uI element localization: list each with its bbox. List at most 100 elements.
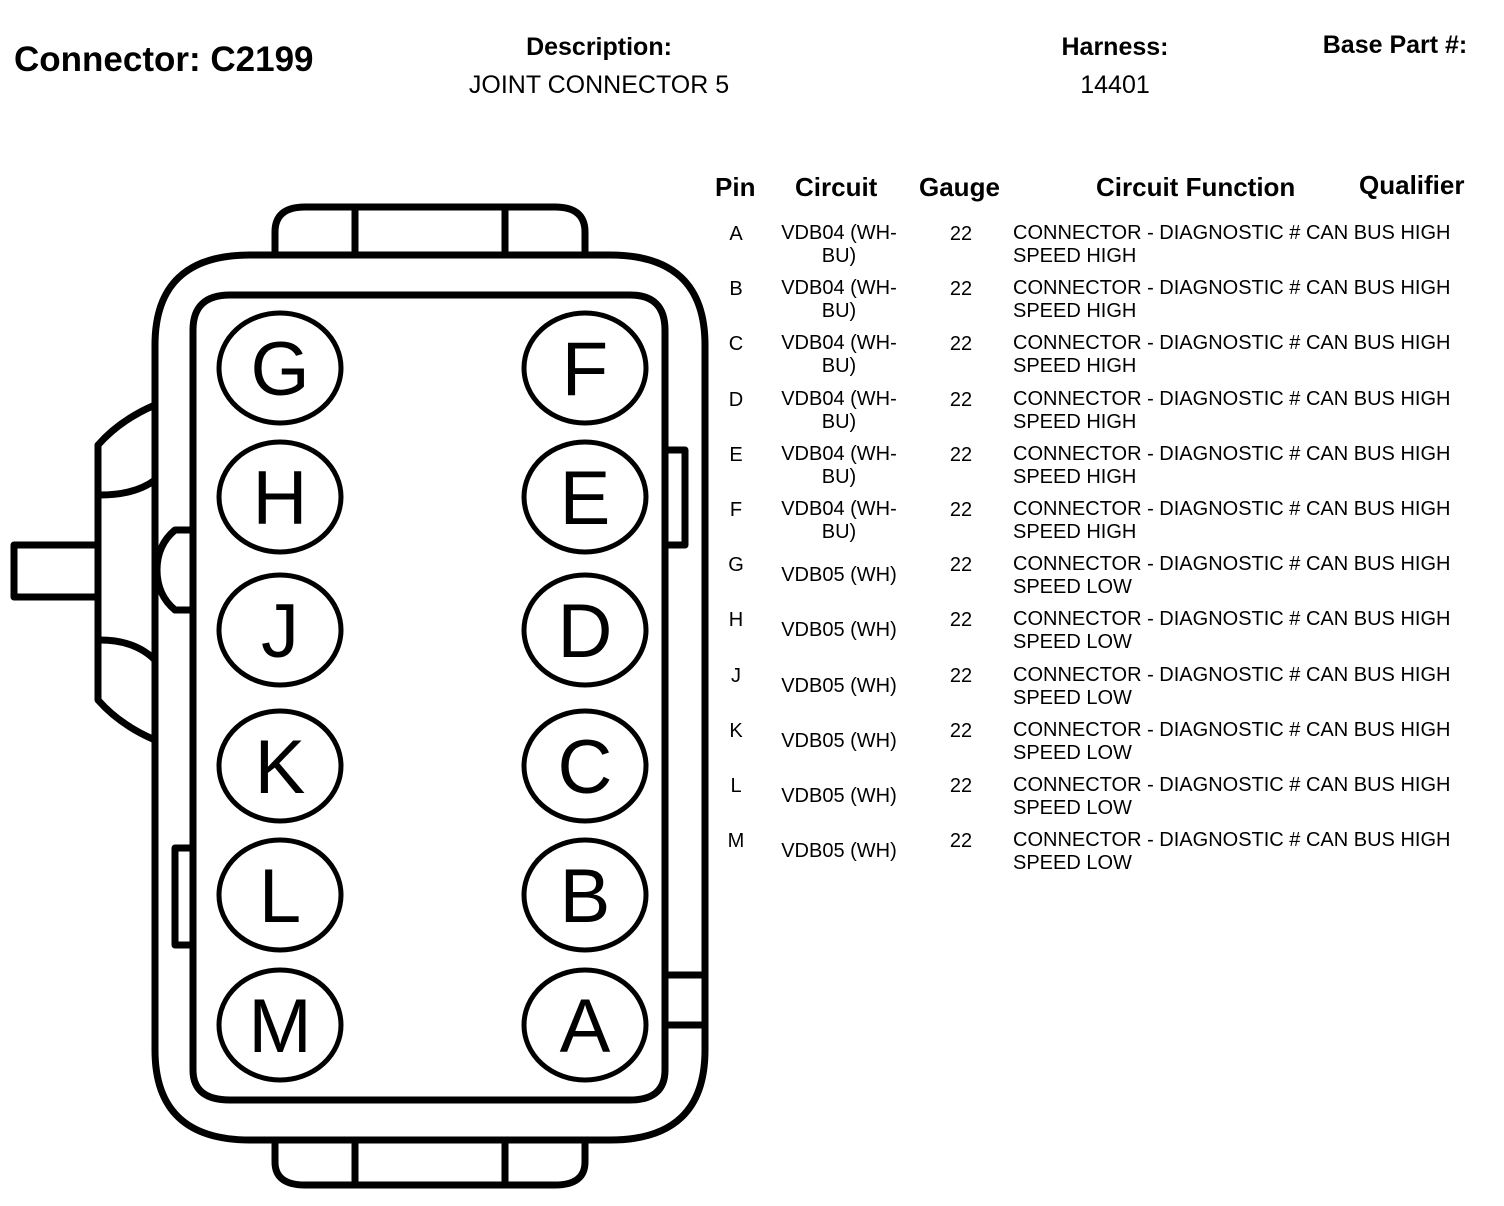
cell-circuit: VDB04 (WH-BU) (781, 442, 897, 488)
pin-circle (216, 439, 344, 555)
cell-gauge: 22 (949, 775, 973, 797)
pin-letter: H (253, 456, 308, 541)
left-key-lower (171, 844, 193, 949)
pin-letter: D (558, 589, 613, 674)
cell-pin: B (729, 278, 743, 301)
pin-cavity-a: A (521, 967, 649, 1083)
pin-cavity-g: G (216, 310, 344, 426)
cell-circuit: VDB04 (WH-BU) (781, 222, 897, 267)
cell-gauge: 22 (949, 554, 973, 577)
left-notch (153, 526, 193, 614)
pin-circle (216, 310, 344, 426)
cell-circuit: VDB05 (WH) (781, 674, 897, 697)
pin-cavity-j: J (216, 572, 344, 688)
cell-function: CONNECTOR - DIAGNOSTIC # CAN BUS HIGH SP… (1013, 332, 1451, 378)
cell-circuit: VDB04 (WH-BU) (781, 387, 897, 433)
pin-letter: L (259, 854, 301, 939)
cell-gauge: 22 (949, 333, 973, 356)
cell-gauge: 22 (949, 830, 973, 853)
cell-circuit: VDB05 (WH) (781, 619, 897, 642)
col-header-gauge: Gauge (919, 172, 1000, 202)
cell-pin: J (731, 664, 741, 687)
pin-letter: K (255, 725, 306, 810)
cell-function: CONNECTOR - DIAGNOSTIC # CAN BUS HIGH SP… (1013, 718, 1451, 764)
outer-housing (151, 251, 709, 1144)
pin-cavity-e: E (521, 439, 649, 555)
cell-pin: E (729, 443, 743, 466)
cell-function: CONNECTOR - DIAGNOSTIC # CAN BUS HIGH SP… (1013, 663, 1451, 709)
pin-letter: C (558, 725, 613, 810)
pin-cavity-m: M (216, 967, 344, 1083)
top-latch (271, 203, 589, 252)
cell-pin: A (729, 223, 743, 245)
description-value: JOINT CONNECTOR 5 (468, 71, 730, 99)
cell-pin: K (729, 719, 743, 742)
cell-circuit: VDB04 (WH-BU) (781, 277, 897, 323)
cell-pin: H (728, 609, 744, 632)
cell-circuit: VDB05 (WH) (781, 785, 897, 807)
cell-pin: F (729, 499, 743, 521)
cell-function: CONNECTOR - DIAGNOSTIC # CAN BUS HIGH SP… (1013, 387, 1451, 433)
cell-pin: G (728, 554, 744, 577)
cell-function: CONNECTOR - DIAGNOSTIC # CAN BUS HIGH SP… (1013, 442, 1451, 488)
pin-cavity-b: B (521, 837, 649, 953)
cell-gauge: 22 (949, 499, 973, 521)
pin-letter: F (562, 327, 608, 412)
pin-cavity-k: K (216, 708, 344, 824)
col-header-circuit: Circuit (795, 172, 878, 202)
pin-letter: G (250, 327, 309, 412)
harness-block: Harness: 14401 (1040, 33, 1190, 100)
cell-function: CONNECTOR - DIAGNOSTIC # CAN BUS HIGH SP… (1013, 222, 1451, 267)
cell-circuit: VDB04 (WH-BU) (781, 498, 897, 543)
cell-pin: M (727, 830, 745, 853)
pin-cavity-d: D (521, 572, 649, 688)
pin-circle (521, 708, 649, 824)
pin-circle (216, 572, 344, 688)
cell-function: CONNECTOR - DIAGNOSTIC # CAN BUS HIGH SP… (1013, 553, 1451, 599)
pin-circle (216, 967, 344, 1083)
left-lock-outer (94, 401, 157, 744)
cell-function: CONNECTOR - DIAGNOSTIC # CAN BUS HIGH SP… (1013, 774, 1451, 819)
pin-letter: J (261, 589, 299, 674)
pin-circle (521, 310, 649, 426)
cell-pin: D (728, 388, 744, 411)
cell-gauge: 22 (949, 443, 973, 466)
left-lock-inner (99, 477, 158, 499)
cell-gauge: 22 (949, 223, 973, 245)
cell-function: CONNECTOR - DIAGNOSTIC # CAN BUS HIGH SP… (1013, 608, 1451, 654)
base-part-label: Base Part #: (1322, 31, 1468, 59)
pin-circle (521, 967, 649, 1083)
pin-circle (216, 708, 344, 824)
left-lock-inner-lower (99, 636, 158, 663)
pin-cavity-l: L (216, 837, 344, 953)
harness-label: Harness: (1061, 33, 1169, 61)
pin-cavity-f: F (521, 310, 649, 426)
cell-circuit: VDB05 (WH) (781, 840, 897, 863)
pin-letter: E (560, 456, 611, 541)
description-label: Description: (526, 33, 672, 61)
cell-pin: L (730, 775, 742, 797)
base-part-block: Base Part #: (1300, 31, 1490, 69)
cell-gauge: 22 (949, 719, 973, 742)
cell-gauge: 22 (949, 664, 973, 687)
cell-gauge: 22 (949, 609, 973, 632)
cell-function: CONNECTOR - DIAGNOSTIC # CAN BUS HIGH SP… (1013, 498, 1451, 543)
pin-letter: B (560, 854, 611, 939)
bottom-latch (271, 1140, 589, 1189)
pin-circle (521, 837, 649, 953)
inner-cavity (189, 291, 669, 1104)
col-header-circuit-function: Circuit Function (1096, 172, 1296, 202)
right-key-upper (665, 446, 689, 549)
cell-gauge: 22 (949, 388, 973, 411)
pin-letter: M (248, 984, 311, 1069)
pin-circle (521, 572, 649, 688)
col-header-qualifier: Qualifier (1359, 170, 1465, 200)
connector-title: Connector: C2199 (14, 40, 314, 79)
harness-value: 14401 (1080, 71, 1150, 99)
cell-function: CONNECTOR - DIAGNOSTIC # CAN BUS HIGH SP… (1013, 277, 1451, 323)
cell-pin: C (728, 333, 744, 356)
col-header-pin: Pin (715, 172, 756, 202)
left-peg (10, 541, 100, 601)
